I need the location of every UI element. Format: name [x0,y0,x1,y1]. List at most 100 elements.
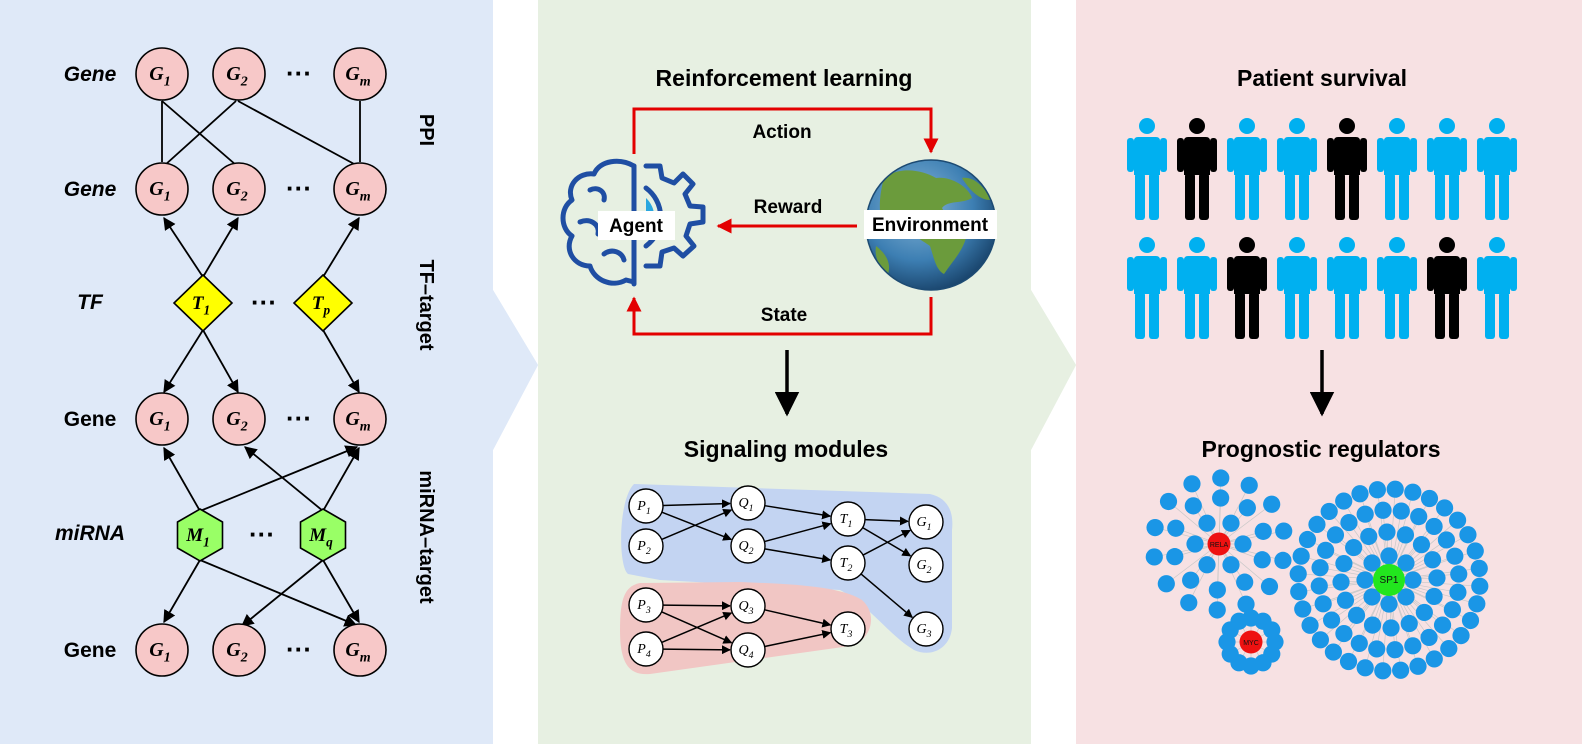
gene-node: G1 [135,623,189,677]
leaf-node [1290,583,1308,601]
panel3-chevron-in [1031,290,1076,450]
ellipsis: ··· [286,403,312,433]
gene-node: G2 [212,392,266,446]
gene-node: G1 [135,47,189,101]
leaf-node [1166,548,1184,566]
leaf-node [1317,541,1335,559]
gene-node-label: G2 [226,639,247,666]
gene-node: Gm [333,623,387,677]
leaf-node [1347,606,1366,624]
leaf-node [1363,554,1381,572]
gene-node-label: Gm [345,639,370,666]
person-icon [1477,237,1517,339]
leaf-node [1260,577,1279,596]
gene-node: Gm [333,47,387,101]
gene-node: G1 [135,162,189,216]
module-edge [661,611,733,644]
leaf-node [1294,600,1312,618]
ellipsis: ··· [251,287,277,317]
reward-label: Reward [754,197,823,218]
module-edge [662,499,731,509]
rl-title: Reinforcement learning [656,65,913,91]
panel2-chevron-in [493,290,538,450]
mirna-node-label: M1 [185,525,210,549]
leaf-node [1314,595,1332,613]
leaf-node [1450,565,1468,583]
module-node-label: G3 [916,622,931,640]
leaf-node [1222,556,1240,574]
state-label: State [761,305,807,326]
gene-node-label: G1 [149,408,170,435]
leaf-node [1420,489,1439,508]
module-node-label: P1 [636,499,650,517]
gene-node-label: Gm [345,63,370,90]
leaf-node [1380,595,1398,613]
module-node-label: P2 [636,539,651,557]
leaf-node [1443,601,1461,619]
module-edge [662,601,731,611]
leaf-node [1186,535,1204,553]
person-icon [1127,118,1167,220]
gene-node: Gm [333,162,387,216]
gene-node-label: G2 [226,63,247,90]
row-label: Gene [64,63,117,86]
action-arrow [632,107,939,154]
modules-title: Signaling modules [684,436,888,462]
hub-node [1207,532,1231,556]
gene-node: Gm [333,392,387,446]
person-icon [1327,118,1367,220]
leaf-node [1324,643,1343,661]
leaf-node [1404,571,1422,589]
hub-label: RELA [1210,542,1229,549]
leaf-node [1263,495,1281,513]
hub-node [1239,630,1263,654]
module-edge [864,516,909,526]
leaf-node [1335,624,1353,643]
leaf-node [1368,640,1386,658]
leaf-node [1400,614,1418,633]
leaf-node [1459,526,1477,544]
regulators-title: Prognostic regulators [1202,436,1441,462]
leaf-node [1308,515,1326,534]
leaf-node [1386,641,1404,659]
module-node: T3 [830,611,866,647]
person-icon [1327,237,1367,339]
leaf-node [1320,502,1338,521]
leaf-node [1449,583,1467,601]
regulator-network: RELA [1145,469,1293,619]
patients-group [1127,118,1517,339]
person-icon [1427,118,1467,220]
module-edge [662,645,731,655]
ellipsis: ··· [286,58,312,88]
row-label: miRNA [55,522,125,545]
leaf-node [1392,502,1410,520]
leaf-node [1180,594,1198,612]
leaf-node [1468,595,1486,613]
gene-node-label: G1 [149,63,170,90]
leaf-node [1360,527,1378,546]
leaf-node [1368,481,1386,499]
gene-node: G1 [135,392,189,446]
leaf-node [1440,639,1458,658]
leaf-node [1356,659,1374,677]
person-icon [1277,118,1317,220]
mirna-node-label: Mq [308,525,333,549]
leaf-node [1420,628,1438,647]
leaf-node [1157,575,1175,593]
module-node: P3 [628,587,664,623]
ellipsis: ··· [286,634,312,664]
leaf-node [1237,595,1255,613]
leaf-node [1425,650,1443,668]
agent-label-box [598,211,675,240]
leaf-node [1208,581,1226,599]
row-label: Gene [64,639,117,662]
leaf-node [1198,514,1216,532]
hub-label: SP1 [1380,575,1399,586]
module-edge [764,504,832,520]
leaf-node [1374,501,1392,519]
leaf-node [1415,603,1433,622]
hub-node [1373,564,1405,596]
leaf-node [1335,492,1353,510]
gene-node: G2 [212,162,266,216]
